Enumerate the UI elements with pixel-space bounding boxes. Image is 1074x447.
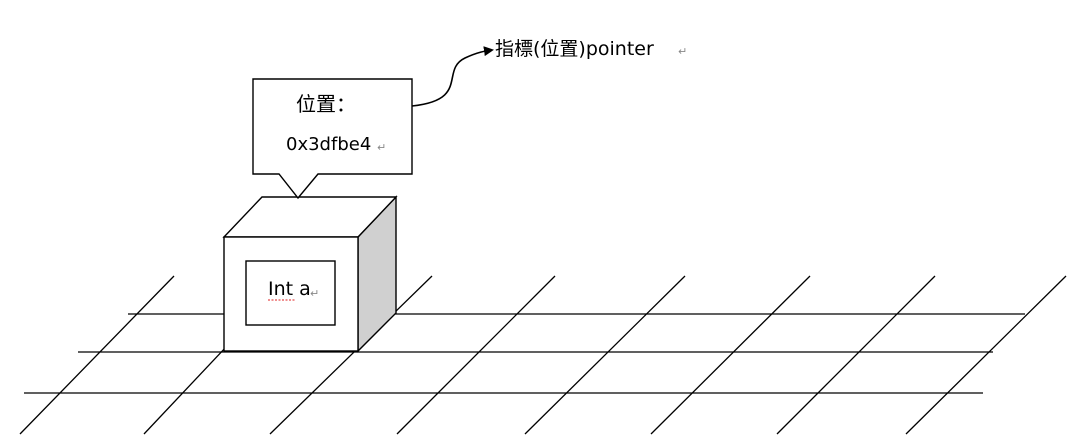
paragraph-mark: ↵ (377, 141, 386, 154)
callout-bubble (252, 78, 413, 200)
grid-column-line (19, 275, 175, 435)
pointer-arrow (411, 46, 494, 107)
grid-column-line (905, 275, 1067, 435)
grid-column-line (269, 275, 433, 435)
paragraph-mark: ↵ (678, 45, 687, 58)
variable-label-frame (245, 260, 336, 326)
callout-address: 0x3dfbe4 (286, 134, 371, 155)
grid-column-line (650, 275, 811, 435)
grid-column-line (524, 275, 686, 435)
variable-label: Int a (268, 278, 311, 300)
memory-grid (19, 275, 1067, 435)
callout-title: 位置： (296, 92, 356, 116)
pointer-label-group: 指標(位置)pointer ↵ (495, 38, 687, 60)
grid-column-line (776, 275, 936, 435)
paragraph-mark: ↵ (310, 287, 319, 300)
memory-cell-box: Int a ↵ (222, 195, 398, 353)
address-callout: 位置： 0x3dfbe4 ↵ (252, 78, 413, 200)
grid-column-line (396, 275, 556, 435)
pointer-label: 指標(位置)pointer (495, 38, 654, 60)
